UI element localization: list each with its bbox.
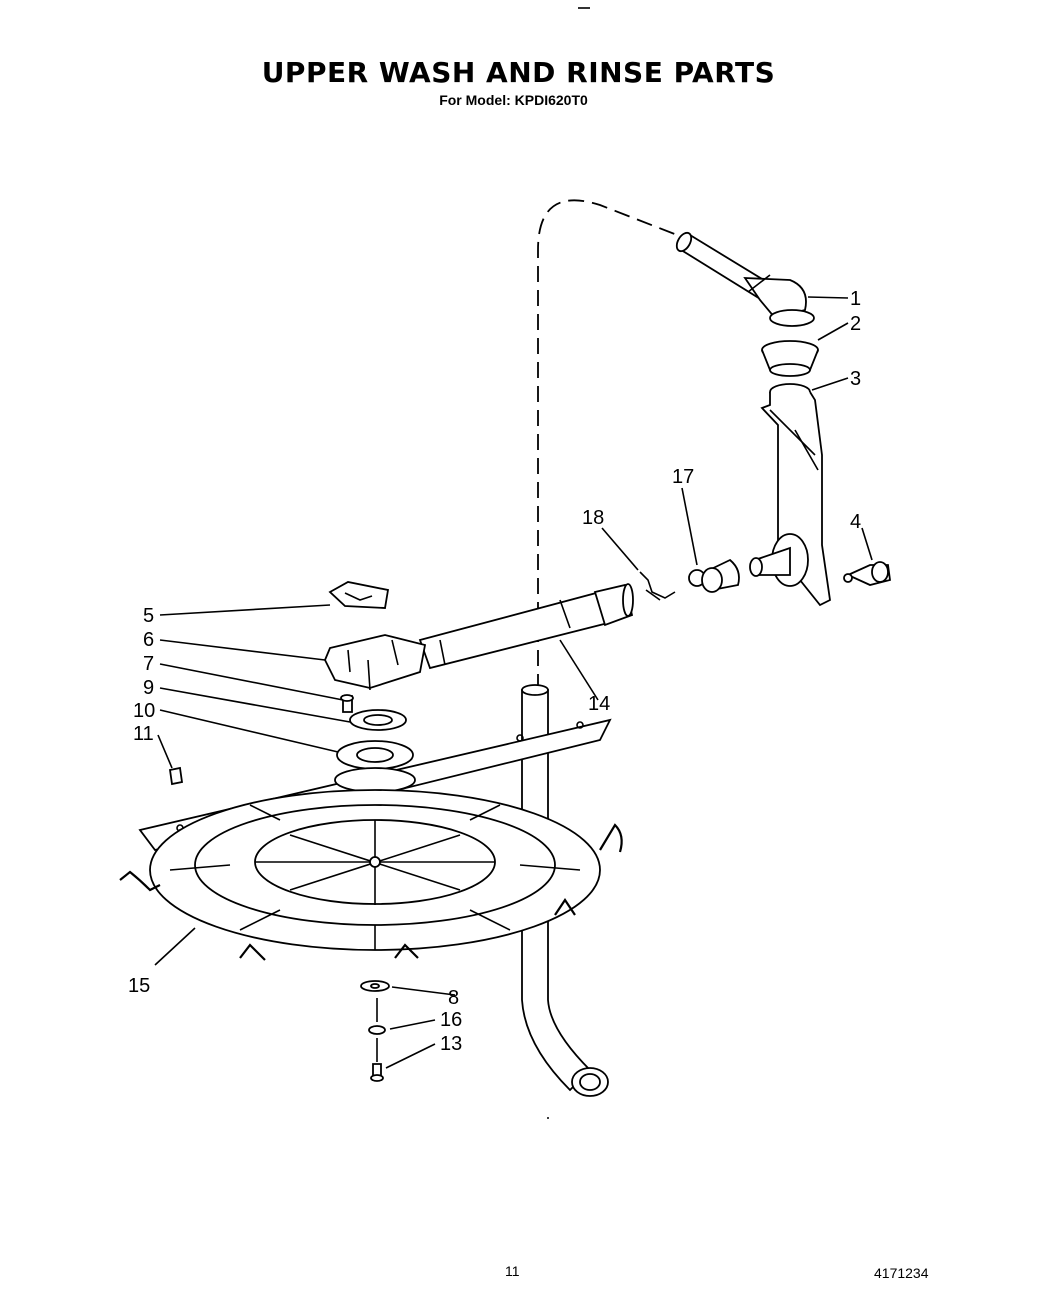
part-15-rack-wheel — [119, 789, 623, 961]
standpipe — [521, 684, 609, 1097]
leader-lines — [154, 296, 873, 1069]
callout-15: 15 — [128, 975, 150, 997]
part-10-hub — [336, 740, 414, 770]
page-title: UPPER WASH AND RINSE PARTS — [261, 56, 776, 89]
part-13-screw — [370, 998, 384, 1082]
callout-2: 2 — [850, 313, 861, 335]
callout-11: 11 — [133, 723, 154, 745]
callout-3: 3 — [850, 368, 861, 390]
callout-14: 14 — [588, 693, 610, 715]
callout-6: 6 — [143, 629, 154, 651]
part-11-nozzle — [168, 766, 184, 786]
part-9-ring — [349, 709, 407, 731]
callout-10: 10 — [133, 700, 155, 722]
part-14-long-tube — [418, 583, 634, 670]
callout-17: 17 — [672, 466, 694, 488]
callout-16: 16 — [440, 1009, 462, 1031]
callout-8: 8 — [448, 987, 459, 1009]
part-4-fitting — [843, 561, 891, 586]
model-subtitle: For Model: KPDI620T0 — [439, 92, 588, 108]
callout-1: 1 — [850, 288, 861, 310]
part-2-nut — [761, 340, 819, 377]
part-16-washer — [368, 1025, 386, 1035]
document-number: 4171234 — [874, 1265, 929, 1281]
part-1-upper-tube — [675, 231, 815, 327]
callout-5: 5 — [143, 605, 154, 627]
part-8-washer — [360, 980, 390, 992]
part-3-supply-tube — [749, 383, 831, 607]
speck — [547, 1117, 549, 1119]
part-5-cap — [328, 581, 390, 609]
page-number: 11 — [505, 1263, 520, 1279]
part-6-bracket — [324, 634, 427, 691]
part-7-screw — [340, 694, 354, 713]
part-18-clip — [639, 571, 676, 601]
water-path-dashed-line — [537, 199, 691, 690]
callout-4: 4 — [850, 511, 861, 533]
part-17-seal — [688, 558, 740, 593]
callout-7: 7 — [143, 653, 154, 675]
callout-13: 13 — [440, 1033, 462, 1055]
callout-9: 9 — [143, 677, 154, 699]
callout-18: 18 — [582, 507, 604, 529]
